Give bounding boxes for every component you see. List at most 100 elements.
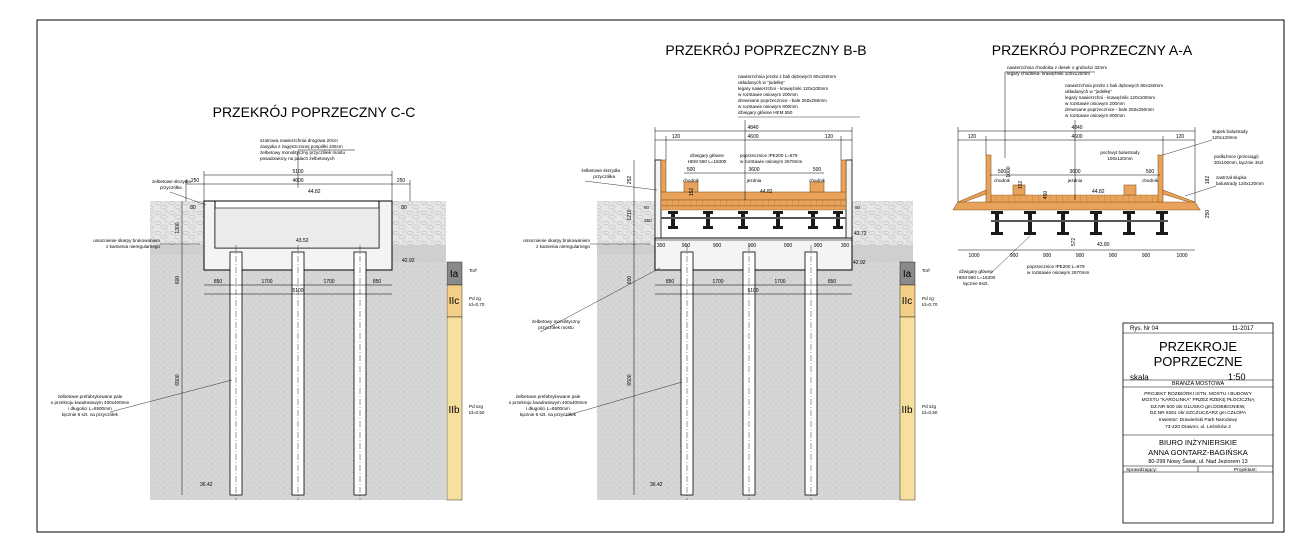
svg-text:1700: 1700 [712,279,723,285]
svg-text:Ia: Ia [903,269,912,280]
section-cc: PRZEKRÓJ POPRZECZNY C-C [51,104,446,500]
svg-text:Torf: Torf [922,268,930,273]
svg-text:3600: 3600 [1069,169,1080,175]
svg-text:80: 80 [855,205,861,210]
svg-text:500: 500 [687,167,696,173]
svg-text:450: 450 [1043,191,1049,200]
svg-text:chodnik: chodnik [994,178,1011,183]
svg-text:250: 250 [1205,210,1211,219]
svg-text:900: 900 [784,243,793,249]
svg-text:600: 600 [175,276,181,285]
svg-text:36.42: 36.42 [200,482,213,488]
svg-text:900: 900 [1043,253,1052,259]
svg-text:5100: 5100 [747,288,758,294]
svg-text:1210: 1210 [627,209,633,220]
svg-text:nawierzchnia jezdni z bali dęb: nawierzchnia jezdni z bali dębowych 80x1… [1065,83,1163,118]
svg-text:43.72: 43.72 [854,231,867,237]
svg-text:152: 152 [1018,181,1024,190]
title-block: Rys. Nr 04 11-2017 PRZEKROJE POPRZECZNE … [1122,322,1274,524]
svg-text:IIb: IIb [901,405,913,416]
svg-text:Projektant:: Projektant: [1234,467,1257,473]
svg-text:1000: 1000 [1176,253,1187,259]
svg-text:BRANŻA MOSTOWA: BRANŻA MOSTOWA [1172,380,1225,387]
svg-text:120: 120 [825,134,834,140]
svg-text:300: 300 [657,243,666,249]
svg-text:850: 850 [828,279,837,285]
svg-text:Torf: Torf [469,268,477,273]
svg-text:3600: 3600 [748,167,759,173]
svg-text:900: 900 [1142,253,1151,259]
svg-text:182: 182 [1205,176,1211,185]
svg-text:850: 850 [214,279,223,285]
bb-backfill-left [597,201,655,245]
svg-text:850: 850 [373,279,382,285]
svg-text:250: 250 [397,178,406,184]
aa-girders [991,211,1168,235]
svg-text:120: 120 [1176,134,1185,140]
section-aa: PRZEKRÓJ POPRZECZNY A-A [952,42,1264,286]
aa-deck-timber [952,201,1201,211]
svg-text:Sprawdzający:: Sprawdzający: [1126,467,1157,473]
svg-text:1700: 1700 [774,279,785,285]
svg-text:1300: 1300 [175,222,181,233]
svg-text:ANNA GONTARZ-BAGIŃSKA: ANNA GONTARZ-BAGIŃSKA [1148,448,1247,457]
svg-text:120: 120 [968,134,977,140]
svg-text:44.82: 44.82 [1092,189,1105,195]
cc-backfill-right [392,201,446,245]
svg-text:podłużnice (przeciągi)30x100mm: podłużnice (przeciągi)30x100mm, łącznie … [1214,154,1264,165]
svg-text:skala: skala [1130,373,1149,382]
section-bb-title: PRZEKRÓJ POPRZECZNY B-B [665,42,866,58]
svg-text:252: 252 [627,176,633,185]
drawing-scale: 1:50 [1228,372,1246,382]
svg-text:4840: 4840 [1071,125,1082,131]
section-aa-title: PRZEKRÓJ POPRZECZNY A-A [992,42,1193,58]
svg-text:80-299 Nowy Świat, ul. Nad Jez: 80-299 Nowy Świat, ul. Nad Jeziorem 13 [1148,457,1247,465]
cc-backfill-core [214,207,380,249]
cc-slope-left [150,245,204,255]
svg-text:900: 900 [748,243,757,249]
aa-railing [957,154,1196,203]
section-bb: PRZEKRÓJ POPRZECZNY B-B [509,42,913,500]
svg-text:nawierzchnia jezdni z bali dęb: nawierzchnia jezdni z bali dębowych 80x1… [738,74,836,115]
svg-text:900: 900 [682,243,691,249]
svg-text:900: 900 [1076,253,1085,259]
svg-text:1000: 1000 [968,253,979,259]
svg-text:600: 600 [627,276,633,285]
svg-text:44.82: 44.82 [308,189,321,195]
svg-text:500: 500 [998,169,1007,175]
svg-text:44.82: 44.82 [760,189,773,195]
svg-text:36.42: 36.42 [650,482,663,488]
svg-text:5100: 5100 [292,169,303,175]
svg-text:jezdnia: jezdnia [1067,178,1083,183]
svg-text:jezdnia: jezdnia [746,178,762,183]
svg-text:4600: 4600 [1071,134,1082,140]
svg-text:500: 500 [813,167,822,173]
svg-text:chodnik: chodnik [683,178,700,183]
svg-text:250: 250 [644,218,652,223]
drawing-title: PRZEKROJE [1159,339,1237,354]
svg-text:80: 80 [190,205,196,211]
svg-text:4840: 4840 [747,125,758,131]
svg-text:900: 900 [713,243,722,249]
svg-text:1000: 1000 [1006,166,1012,177]
svg-text:152: 152 [689,188,695,197]
svg-text:chodnik: chodnik [1142,178,1159,183]
bb-wall-right [845,159,853,239]
svg-text:POPRZECZNE: POPRZECZNE [1154,354,1243,369]
svg-text:42.92: 42.92 [402,258,415,264]
svg-text:szutrowa nawierzchnia drogowa: szutrowa nawierzchnia drogowa 20cmzasypk… [260,138,345,161]
